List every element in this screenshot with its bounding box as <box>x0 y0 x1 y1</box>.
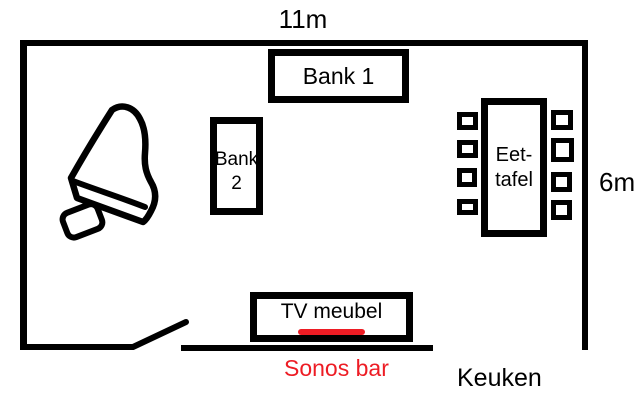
dining-chair <box>551 172 572 192</box>
dining-chair <box>551 200 572 220</box>
piano-keyboard-line <box>70 178 148 210</box>
dining-table-box: Eet- tafel <box>481 98 547 237</box>
wall-right <box>582 40 588 350</box>
door-swing-line <box>130 319 189 350</box>
wall-bottom-center <box>181 345 433 351</box>
bank1-label: Bank 1 <box>302 62 375 89</box>
bank2-label-line2: 2 <box>231 173 242 194</box>
dining-chair <box>457 112 478 130</box>
wall-left <box>20 40 27 350</box>
dining-chair <box>457 199 478 215</box>
wall-top <box>20 40 588 46</box>
dining-chair <box>551 110 573 130</box>
piano-body-outline <box>67 103 159 226</box>
dining-chair <box>551 138 574 162</box>
tv-cabinet-box: TV meubel <box>250 292 413 342</box>
piano-bench <box>59 201 106 241</box>
dining-table-label-line1: Eet- <box>495 143 533 166</box>
dining-chair <box>457 168 477 187</box>
dining-chair <box>457 140 478 158</box>
room-height-label: 6m <box>599 167 636 197</box>
tv-cabinet-label: TV meubel <box>280 300 383 324</box>
bank2-label-line1: Bank <box>214 149 259 171</box>
dining-table-label-line2: tafel <box>495 168 533 191</box>
wall-bottom-left <box>20 344 133 350</box>
bank2-box: Bank 2 <box>210 117 263 215</box>
sonos-bar-label: Sonos bar <box>284 355 389 381</box>
room-width-label: 11m <box>278 4 328 34</box>
sonos-bar-underline <box>298 328 365 335</box>
keuken-label: Keuken <box>457 364 542 392</box>
bank1-box: Bank 1 <box>268 49 409 103</box>
